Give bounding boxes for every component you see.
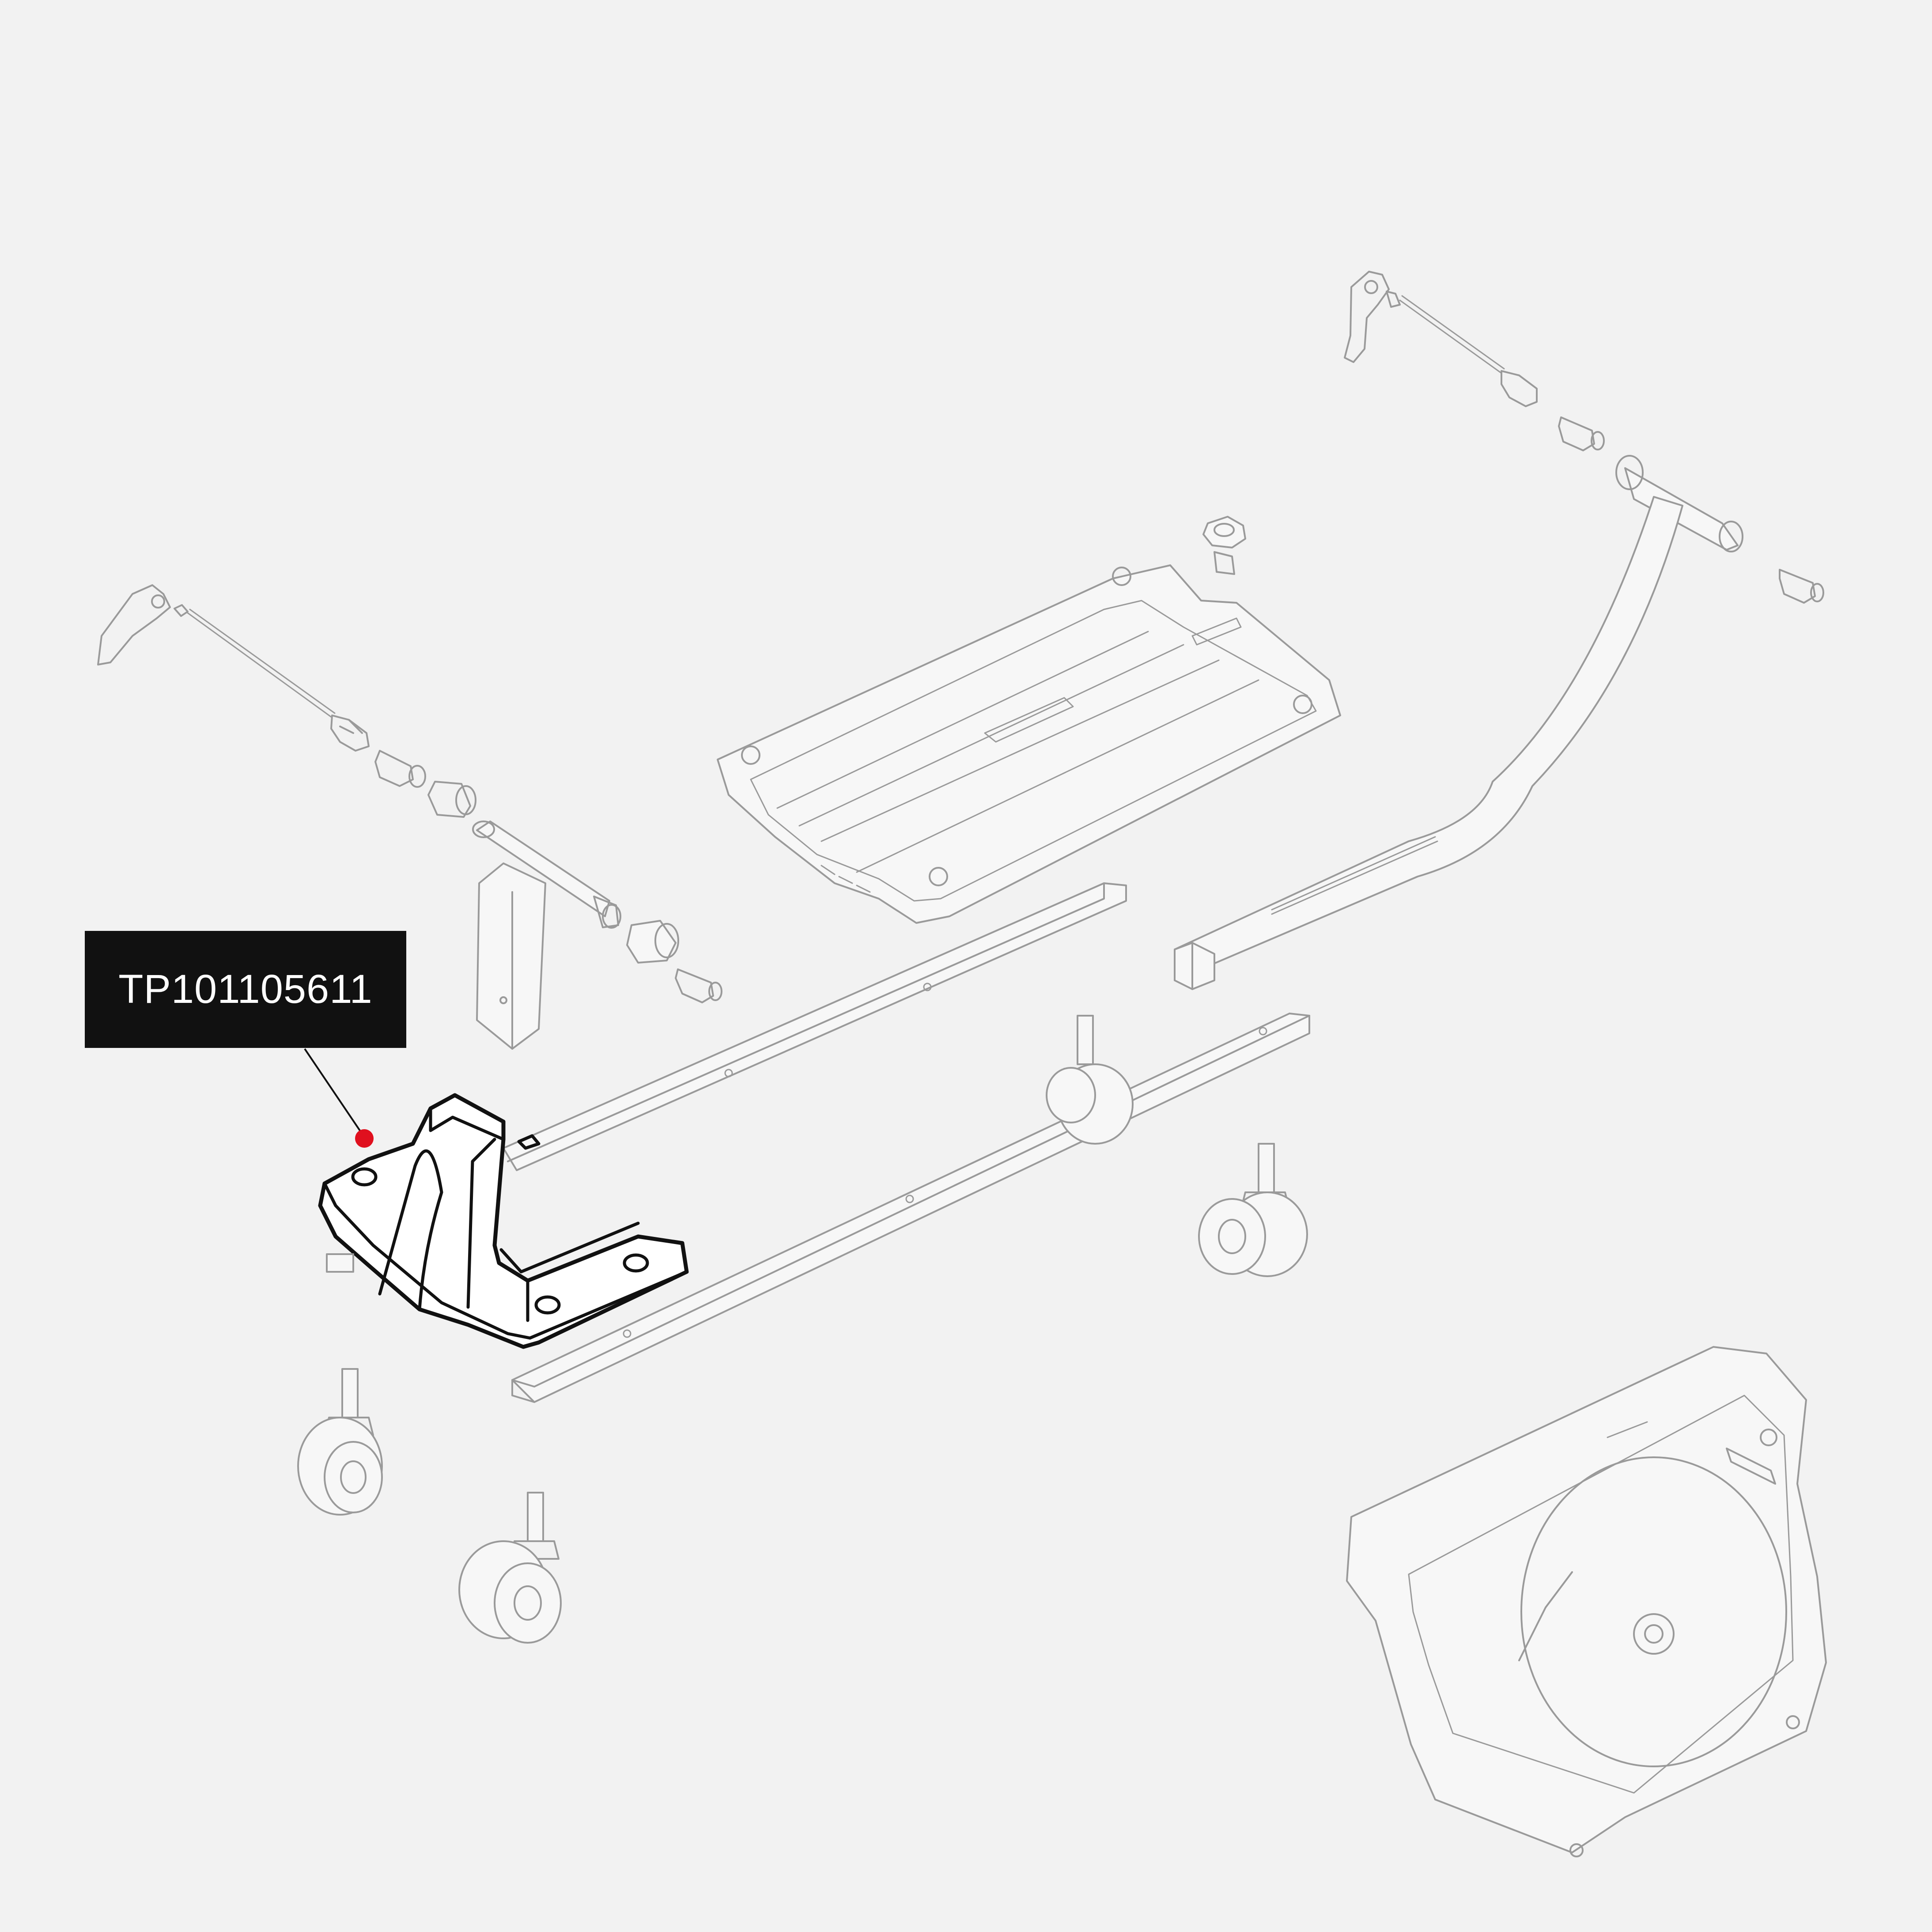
callout-marker-dot: [355, 1129, 374, 1148]
part-number-text: TP101105611: [118, 967, 373, 1012]
curved-handle-tube: [1174, 455, 1743, 990]
highlighted-part-fork-mount-base: [318, 1093, 689, 1349]
spacer-small-right: [1558, 416, 1605, 451]
part-number-callout: TP101105611: [85, 931, 406, 1048]
frame-rail-upper: [503, 882, 1127, 1171]
callout-leader-line: [304, 1048, 365, 1138]
fork-mount-t-handle-left: [472, 820, 621, 1050]
bushing-lower-left: [626, 920, 679, 964]
frame-rail-lower: [511, 1013, 1310, 1403]
caster-wheel-lower-left: [297, 1368, 383, 1516]
quick-release-skewer-left: [97, 584, 370, 752]
spacer-far-right: [1779, 569, 1824, 604]
quick-release-skewer-right: [1344, 271, 1538, 407]
caster-wheel-center: [1046, 1015, 1134, 1145]
spacer-small-left: [374, 750, 426, 788]
caster-wheel-right: [1198, 1143, 1308, 1277]
center-tray: [717, 564, 1341, 924]
clamp-knob: [1202, 516, 1246, 575]
bike-travel-bag: [1346, 1346, 1827, 1857]
bushing-left: [427, 781, 476, 818]
spacer-lower-left: [675, 968, 722, 1003]
caster-wheel-bottom: [458, 1492, 562, 1644]
